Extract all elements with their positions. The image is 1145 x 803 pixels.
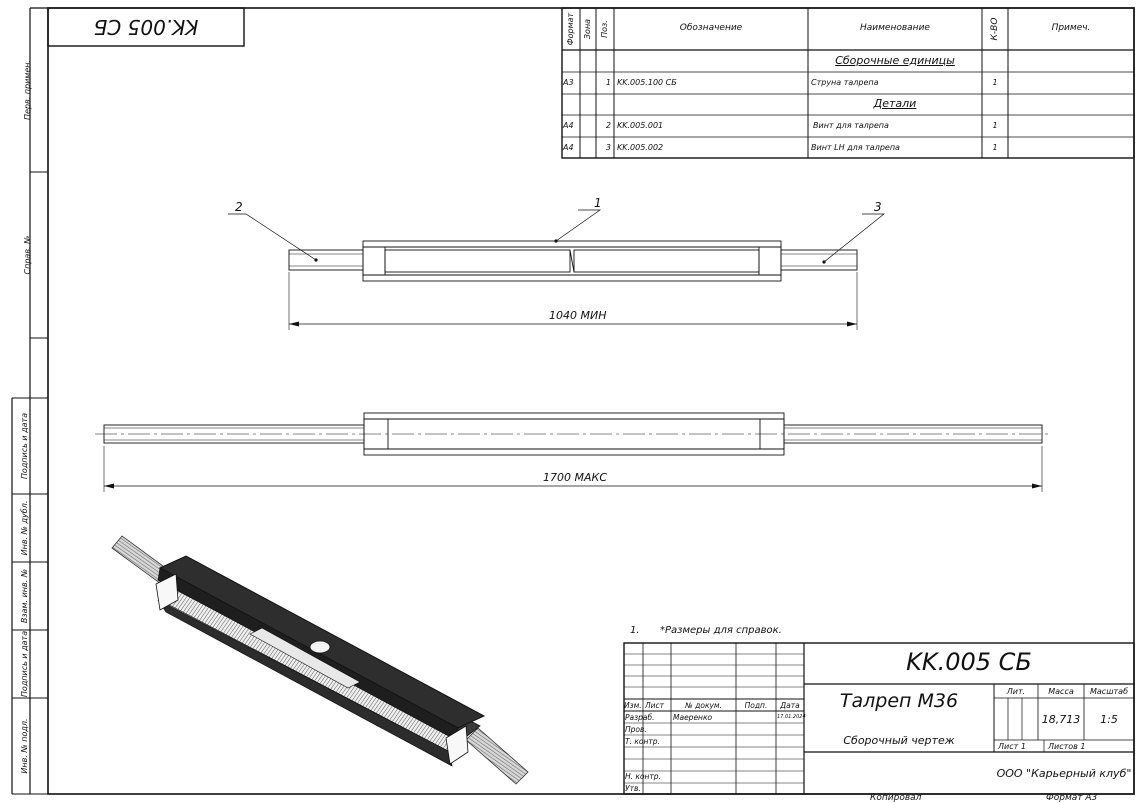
title-block-subtitle: Сборочный чертеж: [843, 734, 955, 747]
title-block-col-sign: Подп.: [744, 701, 768, 710]
title-block-col-izm: Изм.: [624, 701, 642, 710]
title-block-col-date: Дата: [780, 701, 800, 710]
title-block-role-razrab: Разраб.: [625, 713, 655, 722]
spec-row-1-qty: 1: [992, 78, 998, 87]
title-block-organization: ООО "Карьерный клуб": [996, 767, 1132, 780]
title-block-role-tkontr: Т. контр.: [625, 737, 660, 746]
spec-header-designation: Обозначение: [679, 23, 743, 33]
footer-copied: Копировал: [870, 793, 922, 803]
title-block-title: Талреп М36: [839, 690, 959, 712]
spec-row-4-pos: 3: [605, 143, 611, 152]
spec-row-4-name: Винт LH для талрепа: [811, 143, 900, 152]
spec-row-3-qty: 1: [992, 121, 998, 130]
isometric-view: [111, 535, 529, 785]
title-block-scale: 1:5: [1100, 713, 1118, 726]
spec-row-3-format: А4: [563, 121, 574, 130]
title-block-name-razrab: Маеренко: [673, 713, 713, 722]
spec-row-1-name: Струна талрепа: [811, 78, 879, 87]
note-1-text: *Размеры для справок.: [660, 625, 782, 636]
title-block-role-prov: Пров.: [625, 725, 647, 734]
title-block-role-utv: Утв.: [625, 784, 641, 793]
spec-section-assemblies: Сборочные единицы: [835, 54, 955, 67]
note-1-number: 1.: [630, 625, 640, 636]
title-block-mass: 18,713: [1041, 713, 1081, 726]
spec-row-4-format: А4: [563, 143, 574, 152]
spec-row-1-format: А3: [563, 78, 574, 87]
spec-row-3-designation: KK.005.001: [617, 121, 664, 130]
spec-row-4-qty: 1: [992, 143, 998, 152]
dimension-min: 1040 МИН: [549, 309, 607, 322]
callout-position-2: 2: [235, 200, 243, 214]
spec-row-1-designation: KK.005.100 СБ: [617, 78, 677, 87]
title-block-lit-label: Лит.: [1006, 687, 1026, 696]
dimension-max: 1700 МАКС: [543, 471, 607, 484]
title-block-role-nkontr: Н. контр.: [625, 772, 661, 781]
title-block-col-doc: № докум.: [685, 701, 722, 710]
title-block-scale-label: Масштаб: [1089, 687, 1129, 696]
callout-position-3: 3: [874, 200, 882, 214]
spec-header-note: Примеч.: [1051, 23, 1091, 33]
title-block-date-razrab: 17.01.2024: [777, 714, 806, 720]
footer-format: Формат А3: [1046, 793, 1098, 803]
spec-row-4-designation: KK.005.002: [617, 143, 664, 152]
spec-row-1-pos: 1: [605, 78, 611, 87]
title-block-sheets: Листов 1: [1048, 742, 1086, 751]
spec-header-name: Наименование: [860, 23, 930, 33]
title-block-code: KK.005 СБ: [906, 648, 1032, 676]
spec-section-parts: Детали: [873, 97, 917, 110]
title-block-col-list: Лист: [645, 701, 665, 710]
title-block-mass-label: Масса: [1048, 687, 1074, 696]
callout-position-1: 1: [594, 196, 602, 210]
spec-row-3-name: Винт для талрепа: [813, 121, 889, 130]
spec-row-3-pos: 2: [605, 121, 611, 130]
title-block-sheet: Лист 1: [998, 742, 1026, 751]
